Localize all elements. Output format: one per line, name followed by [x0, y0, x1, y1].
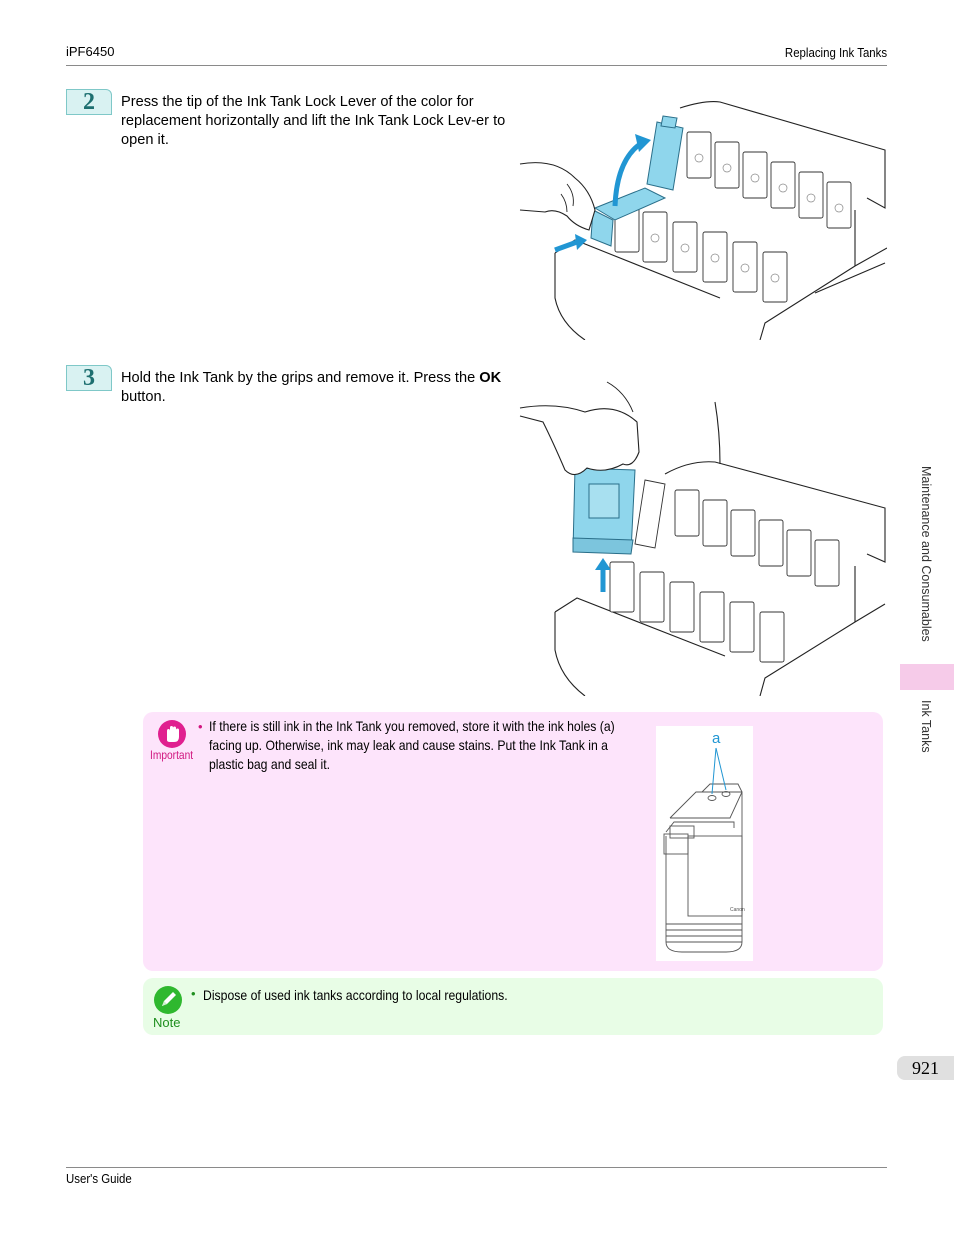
note-text: Dispose of used ink tanks according to l… [203, 988, 508, 1003]
step-3-badge: 3 [66, 365, 112, 391]
step-2-badge: 2 [66, 89, 112, 115]
side-tab-section: Ink Tanks [919, 700, 933, 753]
important-text: If there is still ink in the Ink Tank yo… [209, 719, 615, 772]
callout-a-label: a [712, 730, 721, 747]
step-2-illustration [519, 101, 887, 340]
note-bullet: • [191, 986, 196, 1001]
side-tab-marker [900, 664, 954, 690]
ink-tank-diagram: Canon a [656, 726, 753, 961]
hand-stop-icon [158, 720, 186, 748]
page-number: 921 [897, 1056, 954, 1080]
important-box [143, 712, 883, 971]
important-bullet: • [198, 719, 203, 734]
pencil-icon [154, 986, 182, 1014]
tank-brand-text: Canon [730, 907, 745, 913]
ok-button-label: OK [479, 370, 502, 386]
side-tab-chapter: Maintenance and Consumables [919, 466, 933, 642]
step-3-text: Hold the Ink Tank by the grips and remov… [121, 370, 502, 405]
important-label: Important [150, 748, 194, 762]
footer-rule [66, 1167, 887, 1168]
step-3-illustration [519, 381, 886, 696]
header-model: iPF6450 [66, 44, 115, 59]
note-box [143, 978, 883, 1035]
header-rule [66, 65, 887, 66]
header-section: Replacing Ink Tanks [784, 45, 887, 60]
footer-text: User's Guide [66, 1171, 132, 1186]
step-2-text: Press the tip of the Ink Tank Lock Lever… [121, 94, 506, 148]
note-label: Note [153, 1015, 181, 1030]
